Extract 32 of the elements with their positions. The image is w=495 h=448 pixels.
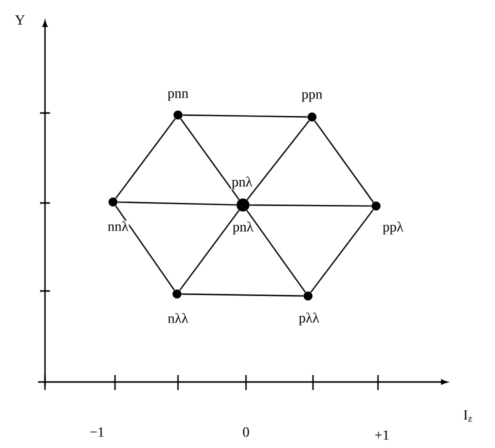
node-label: nλλ [167,312,189,324]
dot [308,112,316,122]
line [180,118,240,200]
dot [108,198,118,206]
line [118,201,236,206]
dot [236,198,250,212]
line [179,210,240,291]
axis-label: +1 [375,430,389,440]
dot [304,292,312,300]
axis-label: −1 [90,427,104,437]
line [182,293,304,297]
line [310,209,374,293]
node-label: nnλ [107,220,129,232]
dot [172,290,182,298]
line [246,210,306,293]
node-label: pnλ [232,221,254,235]
axis-label: I$_{z}$ [464,410,472,422]
dot [174,110,182,120]
line [250,204,372,207]
axis-label: 0 [243,427,249,437]
line [246,120,310,200]
node-label: ppλ [382,221,404,235]
axis-label: Y [15,15,25,25]
node-label: pnλ [231,176,253,190]
dot [372,202,380,210]
line [115,118,176,199]
line [115,206,175,291]
node-label: pλλ [298,312,320,326]
line [182,114,308,118]
line [314,120,374,203]
node-label: ppn [301,92,323,102]
node-label: pnn [167,90,189,102]
